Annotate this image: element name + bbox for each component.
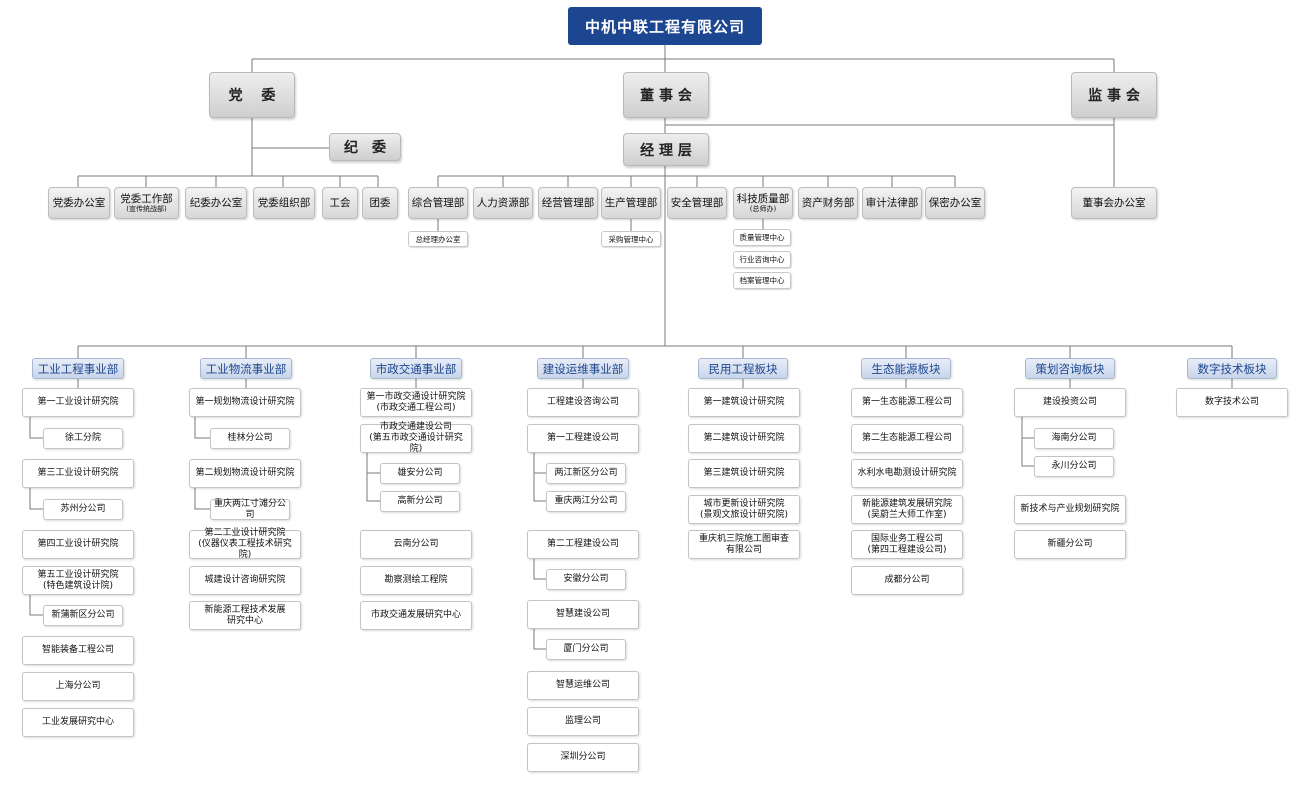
division-3-item-6: 智慧建设公司 [527,600,639,629]
division-header-6: 策划咨询板块 [1025,358,1115,379]
board-of-directors-box: 董 事 会 [623,72,709,118]
supervisory-board-box: 监 事 会 [1071,72,1157,118]
mgmt-dept-1: 人力资源部 [473,187,533,219]
mgmt-dept-5: 科技质量部(总师办) [733,187,793,219]
party-dept-5: 团委 [362,187,398,219]
division-1-item-4: 第二工业设计研究院 (仪器仪表工程技术研究院) [189,528,301,560]
mgmt-dept-6: 资产财务部 [798,187,858,219]
division-3-item-0: 工程建设咨询公司 [527,388,639,417]
division-2-item-4: 云南分公司 [360,530,472,559]
division-3-item-3: 重庆两江分公司 [546,491,626,512]
party-dept-4: 工会 [322,187,358,219]
mgmt-dept-3: 生产管理部 [601,187,661,219]
division-6-item-0: 建设投资公司 [1014,388,1126,417]
mgmt-dept-4: 安全管理部 [667,187,727,219]
division-6-item-2: 永川分公司 [1034,456,1114,477]
procurement-center-box: 采购管理中心 [601,231,661,247]
division-header-2: 市政交通事业部 [370,358,462,379]
mgmt-dept-0: 综合管理部 [408,187,468,219]
division-header-5: 生态能源板块 [861,358,951,379]
division-6-item-4: 新疆分公司 [1014,530,1126,559]
division-header-3: 建设运维事业部 [537,358,629,379]
division-3-item-9: 监理公司 [527,707,639,736]
party-dept-2: 纪委办公室 [185,187,247,219]
division-2-item-5: 勘察测绘工程院 [360,566,472,595]
division-0-item-7: 智能装备工程公司 [22,636,134,665]
division-header-4: 民用工程板块 [698,358,788,379]
mgmt-dept-7: 审计法律部 [862,187,922,219]
division-2-item-0: 第一市政交通设计研究院 (市政交通工程公司) [360,388,472,417]
division-2-item-6: 市政交通发展研究中心 [360,601,472,630]
mgmt-dept-8: 保密办公室 [925,187,985,219]
board-office-box: 董事会办公室 [1071,187,1157,219]
division-4-item-0: 第一建筑设计研究院 [688,388,800,417]
division-1-item-1: 桂林分公司 [210,428,290,449]
division-5-item-5: 成都分公司 [851,566,963,595]
archives-center-box: 档案管理中心 [733,272,791,289]
division-1-item-2: 第二规划物流设计研究院 [189,459,301,488]
division-3-item-7: 厦门分公司 [546,639,626,660]
division-4-item-1: 第二建筑设计研究院 [688,424,800,453]
company-title: 中机中联工程有限公司 [568,7,762,45]
party-dept-0: 党委办公室 [48,187,110,219]
division-1-item-3: 重庆两江寸滩分公司 [210,499,290,520]
division-0-item-4: 第四工业设计研究院 [22,530,134,559]
party-dept-3: 党委组织部 [253,187,315,219]
division-4-item-4: 重庆机三院施工图审查 有限公司 [688,530,800,559]
division-2-item-3: 高新分公司 [380,491,460,512]
division-3-item-1: 第一工程建设公司 [527,424,639,453]
division-3-item-2: 两江新区分公司 [546,463,626,484]
division-6-item-1: 海南分公司 [1034,428,1114,449]
division-1-item-5: 城建设计咨询研究院 [189,566,301,595]
management-box: 经 理 层 [623,133,709,166]
division-1-item-6: 新能源工程技术发展 研究中心 [189,601,301,630]
division-0-item-3: 苏州分公司 [43,499,123,520]
discipline-committee-box: 纪 委 [329,133,401,161]
division-3-item-10: 深圳分公司 [527,743,639,772]
quality-center-box: 质量管理中心 [733,229,791,246]
division-header-1: 工业物流事业部 [200,358,292,379]
division-7-item-0: 数字技术公司 [1176,388,1288,417]
consulting-center-box: 行业咨询中心 [733,251,791,268]
division-2-item-1: 市政交通建设公司 (第五市政交通设计研究院) [360,422,472,454]
division-2-item-2: 雄安分公司 [380,463,460,484]
general-office-box: 总经理办公室 [408,231,468,247]
division-5-item-0: 第一生态能源工程公司 [851,388,963,417]
division-0-item-0: 第一工业设计研究院 [22,388,134,417]
division-5-item-1: 第二生态能源工程公司 [851,424,963,453]
party-committee-box: 党 委 [209,72,295,118]
division-header-0: 工业工程事业部 [32,358,124,379]
division-6-item-3: 新技术与产业规划研究院 [1014,495,1126,524]
division-3-item-5: 安徽分公司 [546,569,626,590]
mgmt-dept-2: 经营管理部 [538,187,598,219]
division-0-item-9: 工业发展研究中心 [22,708,134,737]
division-0-item-5: 第五工业设计研究院 (特色建筑设计院) [22,566,134,595]
division-5-item-4: 国际业务工程公司 (第四工程建设公司) [851,530,963,559]
division-header-7: 数字技术板块 [1187,358,1277,379]
division-5-item-2: 水利水电勘测设计研究院 [851,459,963,488]
division-4-item-3: 城市更新设计研究院 (景观文旅设计研究院) [688,495,800,524]
division-3-item-8: 智慧运维公司 [527,671,639,700]
division-3-item-4: 第二工程建设公司 [527,530,639,559]
division-0-item-8: 上海分公司 [22,672,134,701]
division-0-item-2: 第三工业设计研究院 [22,459,134,488]
party-dept-1: 党委工作部(宣传统战部) [114,187,179,219]
division-1-item-0: 第一规划物流设计研究院 [189,388,301,417]
division-5-item-3: 新能源建筑发展研究院 (吴蔚兰大师工作室) [851,495,963,524]
division-0-item-1: 徐工分院 [43,428,123,449]
division-0-item-6: 新蒲新区分公司 [43,605,123,626]
division-4-item-2: 第三建筑设计研究院 [688,459,800,488]
